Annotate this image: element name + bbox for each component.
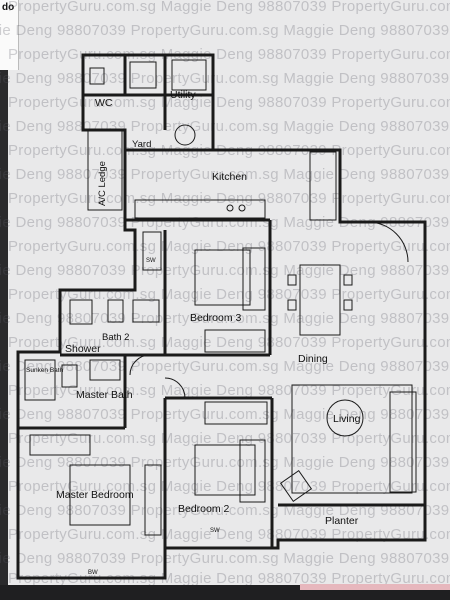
- label-sw-bedroom2: SW: [210, 528, 220, 534]
- bedroom2-bedside-icon: [239, 439, 266, 503]
- room-label-sunken-bath: Sunken Bath: [26, 367, 64, 374]
- room-label-bath2: Bath 2: [102, 332, 129, 343]
- washer-icon: [174, 124, 196, 146]
- room-labels: WC Utility Yard A/C Ledge Kitchen SW Bed…: [26, 89, 361, 576]
- kitchen-counter-icon: [134, 199, 266, 219]
- bedroom2-bed-icon: [194, 444, 256, 496]
- dining-chair-icon: [343, 274, 353, 286]
- dining-table-icon: [299, 264, 341, 336]
- corner-label: do: [2, 2, 15, 13]
- screen-reflection: [300, 584, 450, 590]
- master-toilet-icon: [61, 364, 78, 388]
- wc-shower-icon: [129, 61, 157, 89]
- room-label-bedroom3: Bedroom 3: [190, 312, 242, 324]
- stove-burner-icon: [238, 204, 246, 212]
- armchair-icon: [279, 469, 313, 503]
- dining-chair-icon: [343, 299, 353, 311]
- outer-wall: [16, 53, 427, 580]
- door-swing-icon: [164, 377, 186, 399]
- bedroom2-wardrobe-icon: [204, 401, 268, 425]
- bath2-sink-icon: [132, 299, 160, 323]
- wardrobe-icon: [204, 329, 266, 353]
- room-label-utility: Utility: [170, 89, 196, 101]
- living-rug-icon: [291, 384, 413, 494]
- stove-burner-icon: [226, 204, 234, 212]
- corner-tab: do: [0, 0, 19, 70]
- room-label-ac-ledge: A/C Ledge: [97, 161, 108, 206]
- room-label-bedroom2: Bedroom 2: [178, 503, 230, 515]
- coffee-table-icon: [326, 399, 364, 437]
- bed-icon: [194, 249, 251, 306]
- room-label-wc: WC: [95, 97, 113, 109]
- room-label-planter: Planter: [325, 515, 359, 527]
- master-sink-icon: [89, 359, 121, 381]
- room-label-shower: Shower: [65, 343, 101, 355]
- label-bw: BW: [88, 570, 98, 576]
- room-label-living: Living: [333, 413, 361, 425]
- fixtures: [24, 59, 417, 536]
- bath2-toilet-icon: [107, 299, 124, 323]
- dining-chair-icon: [287, 274, 297, 286]
- sunken-bath-icon: [24, 359, 56, 401]
- door-swing-icon: [129, 354, 151, 376]
- ac-ledge-icon: [87, 129, 123, 211]
- room-label-kitchen: Kitchen: [212, 171, 247, 183]
- dining-chair-icon: [287, 299, 297, 311]
- shower-tray-icon: [69, 299, 93, 325]
- master-wardrobe-icon: [29, 434, 91, 456]
- room-label-master-bedroom: Master Bedroom: [56, 489, 134, 501]
- bedside-icon: [242, 247, 266, 311]
- room-label-yard: Yard: [132, 139, 151, 150]
- screen-bezel: [0, 0, 8, 600]
- room-label-master-bath: Master Bath: [76, 389, 133, 401]
- label-sw-kitchen: SW: [146, 258, 156, 264]
- fridge-icon: [309, 151, 337, 221]
- master-bedside-icon: [144, 464, 162, 536]
- sofa-icon: [389, 391, 417, 493]
- wc-toilet-icon: [89, 67, 105, 85]
- utility-sink-icon: [171, 59, 207, 91]
- walls: [16, 53, 427, 580]
- entrance-door-swing-icon: [367, 221, 409, 263]
- master-bed-icon: [69, 464, 131, 526]
- room-label-dining: Dining: [298, 353, 328, 365]
- kitchen-store-icon: [142, 231, 162, 271]
